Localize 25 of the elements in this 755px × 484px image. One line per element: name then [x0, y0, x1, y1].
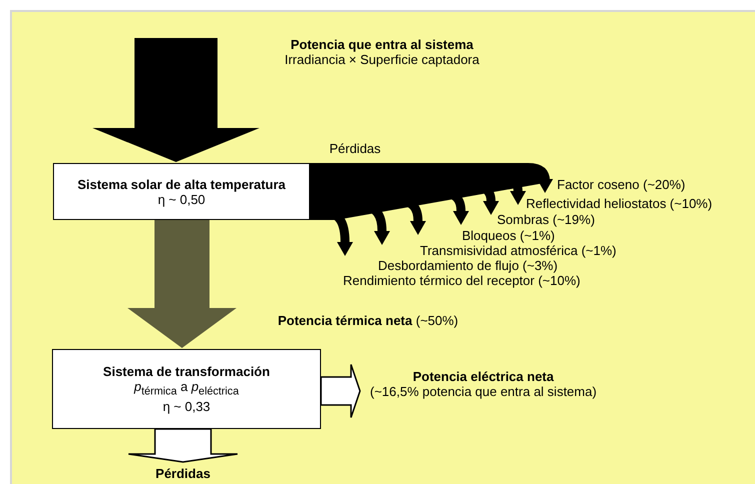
box-formula: η ~ 0,50	[158, 192, 206, 206]
node-label: Transmisividad atmosférica (~1%)	[420, 243, 616, 258]
box-formula: η ~ 0,33	[162, 399, 210, 414]
node-title: Potencia eléctrica neta	[412, 369, 554, 384]
flow-label: Potencia térmica neta (~50%)	[278, 313, 458, 328]
node-label: Desbordamiento de flujo (~3%)	[378, 258, 558, 273]
process-box	[53, 163, 310, 220]
node-label: Rendimiento térmico del receptor (~10%)	[343, 273, 580, 288]
flow-arrow	[92, 38, 260, 162]
node-label: Pérdidas	[156, 466, 210, 481]
node-label: Factor coseno (~20%)	[557, 177, 686, 192]
process-box	[52, 349, 321, 429]
flow-arrow	[128, 220, 236, 348]
flow-label: Pérdidas	[329, 141, 381, 156]
box-formula: p$_{térmica}$ a p$_{eléctrica}$	[134, 378, 239, 400]
node-label: Bloqueos (~1%)	[462, 228, 555, 243]
node-note: (~16,5% potencia que entra al sistema)	[370, 384, 597, 399]
flow-title: Potencia que entra al sistema	[290, 37, 474, 52]
box-title: Sistema solar de alta temperatura	[77, 176, 286, 192]
flow-label: Irradiancia × Superficie captadora	[284, 52, 480, 67]
node-label: Sombras (~19%)	[497, 212, 595, 227]
outline-arrow	[128, 428, 238, 463]
outline-arrow	[320, 364, 361, 418]
box-title: Sistema de transformación	[103, 364, 270, 379]
node-label: Reflectividad heliostatos (~10%)	[526, 196, 712, 211]
